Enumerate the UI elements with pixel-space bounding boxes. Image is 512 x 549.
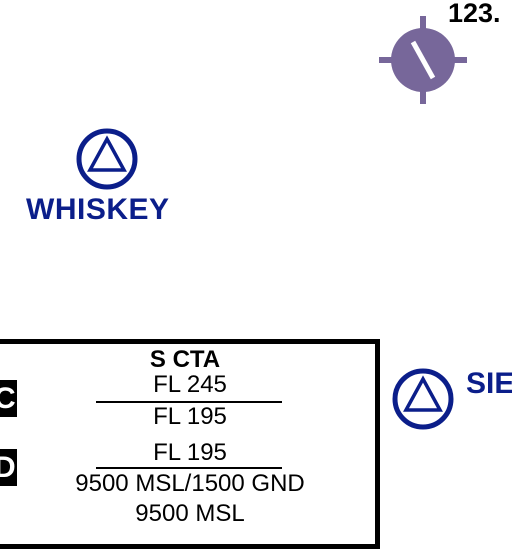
airspace-upper-limit: 9500 MSL: [135, 500, 245, 527]
limit-divider: [96, 401, 282, 403]
airspace-lower-limit: 9500 MSL/1500 GND: [75, 470, 305, 497]
airspace-name: S CTA: [149, 346, 221, 373]
limit-divider: [96, 467, 282, 469]
airspace-class-badge: C: [0, 380, 17, 417]
waypoint-label-sie: SIE: [466, 367, 512, 400]
airspace-upper-limit: FL 195: [153, 439, 227, 466]
waypoint-triangle-icon: [392, 368, 454, 430]
airspace-lower-limit: FL 195: [153, 403, 227, 430]
airspace-class-badge: D: [0, 449, 17, 486]
ndb-navaid-icon: [379, 16, 467, 104]
waypoint-triangle-icon: [76, 128, 138, 190]
navaid-frequency-label: 123.: [448, 0, 501, 28]
airspace-upper-limit: FL 245: [153, 371, 227, 398]
waypoint-label-whiskey: WHISKEY: [26, 193, 170, 226]
